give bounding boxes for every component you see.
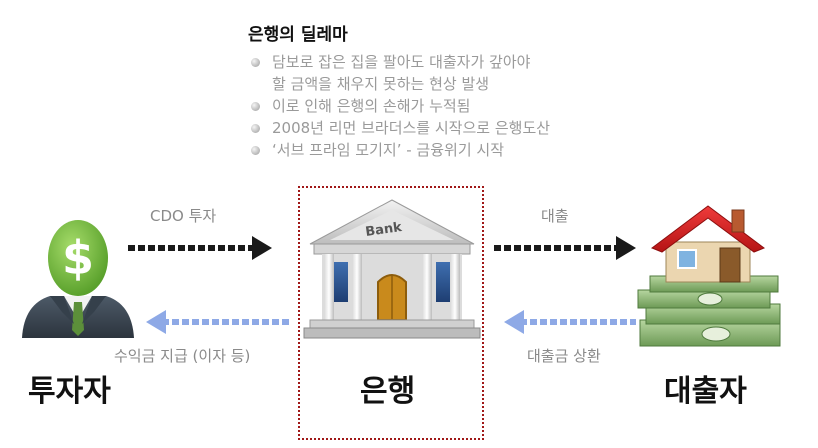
cdo-investment-label: CDO 투자 — [150, 207, 217, 225]
dilemma-panel: 은행의 딜레마 담보로 잡은 집을 팔아도 대출자가 갚아야 할 금액을 채우지… — [248, 20, 648, 161]
dilemma-bullet-continued: 할 금액을 채우지 못하는 현상 발생 — [272, 75, 490, 93]
bank-sign: Bank — [364, 220, 403, 240]
dilemma-bullet: 2008년 리먼 브라더스를 시작으로 은행도산 — [248, 117, 648, 139]
loan-arrow — [494, 236, 636, 260]
bank-building-icon: Bank — [303, 199, 481, 339]
dilemma-title: 은행의 딜레마 — [248, 25, 348, 45]
loan-repayment-arrow — [504, 310, 636, 334]
borrower-label: 대출자 — [664, 374, 747, 409]
dilemma-bullet: 담보로 잡은 집을 팔아도 대출자가 갚아야 — [248, 51, 648, 73]
cdo-investment-arrow — [128, 236, 272, 260]
bank-highlight-box — [298, 186, 484, 440]
interest-payment-label: 수익금 지급 (이자 등) — [114, 347, 251, 365]
investor-dollar-head-icon: $ — [22, 220, 134, 338]
house-on-money-icon — [637, 205, 781, 347]
loan-repayment-label: 대출금 상환 — [527, 347, 601, 365]
interest-payment-arrow — [146, 310, 290, 334]
svg-text:$: $ — [62, 231, 94, 285]
investor-label: 투자자 — [28, 374, 111, 409]
dilemma-bullet: 이로 인해 은행의 손해가 누적됨 — [248, 95, 648, 117]
dilemma-list: 담보로 잡은 집을 팔아도 대출자가 갚아야 할 금액을 채우지 못하는 현상 … — [248, 51, 648, 161]
dilemma-bullet: ‘서브 프라임 모기지’ - 금융위기 시작 — [248, 139, 648, 161]
bank-label: 은행 — [360, 374, 416, 409]
loan-label: 대출 — [541, 207, 569, 225]
